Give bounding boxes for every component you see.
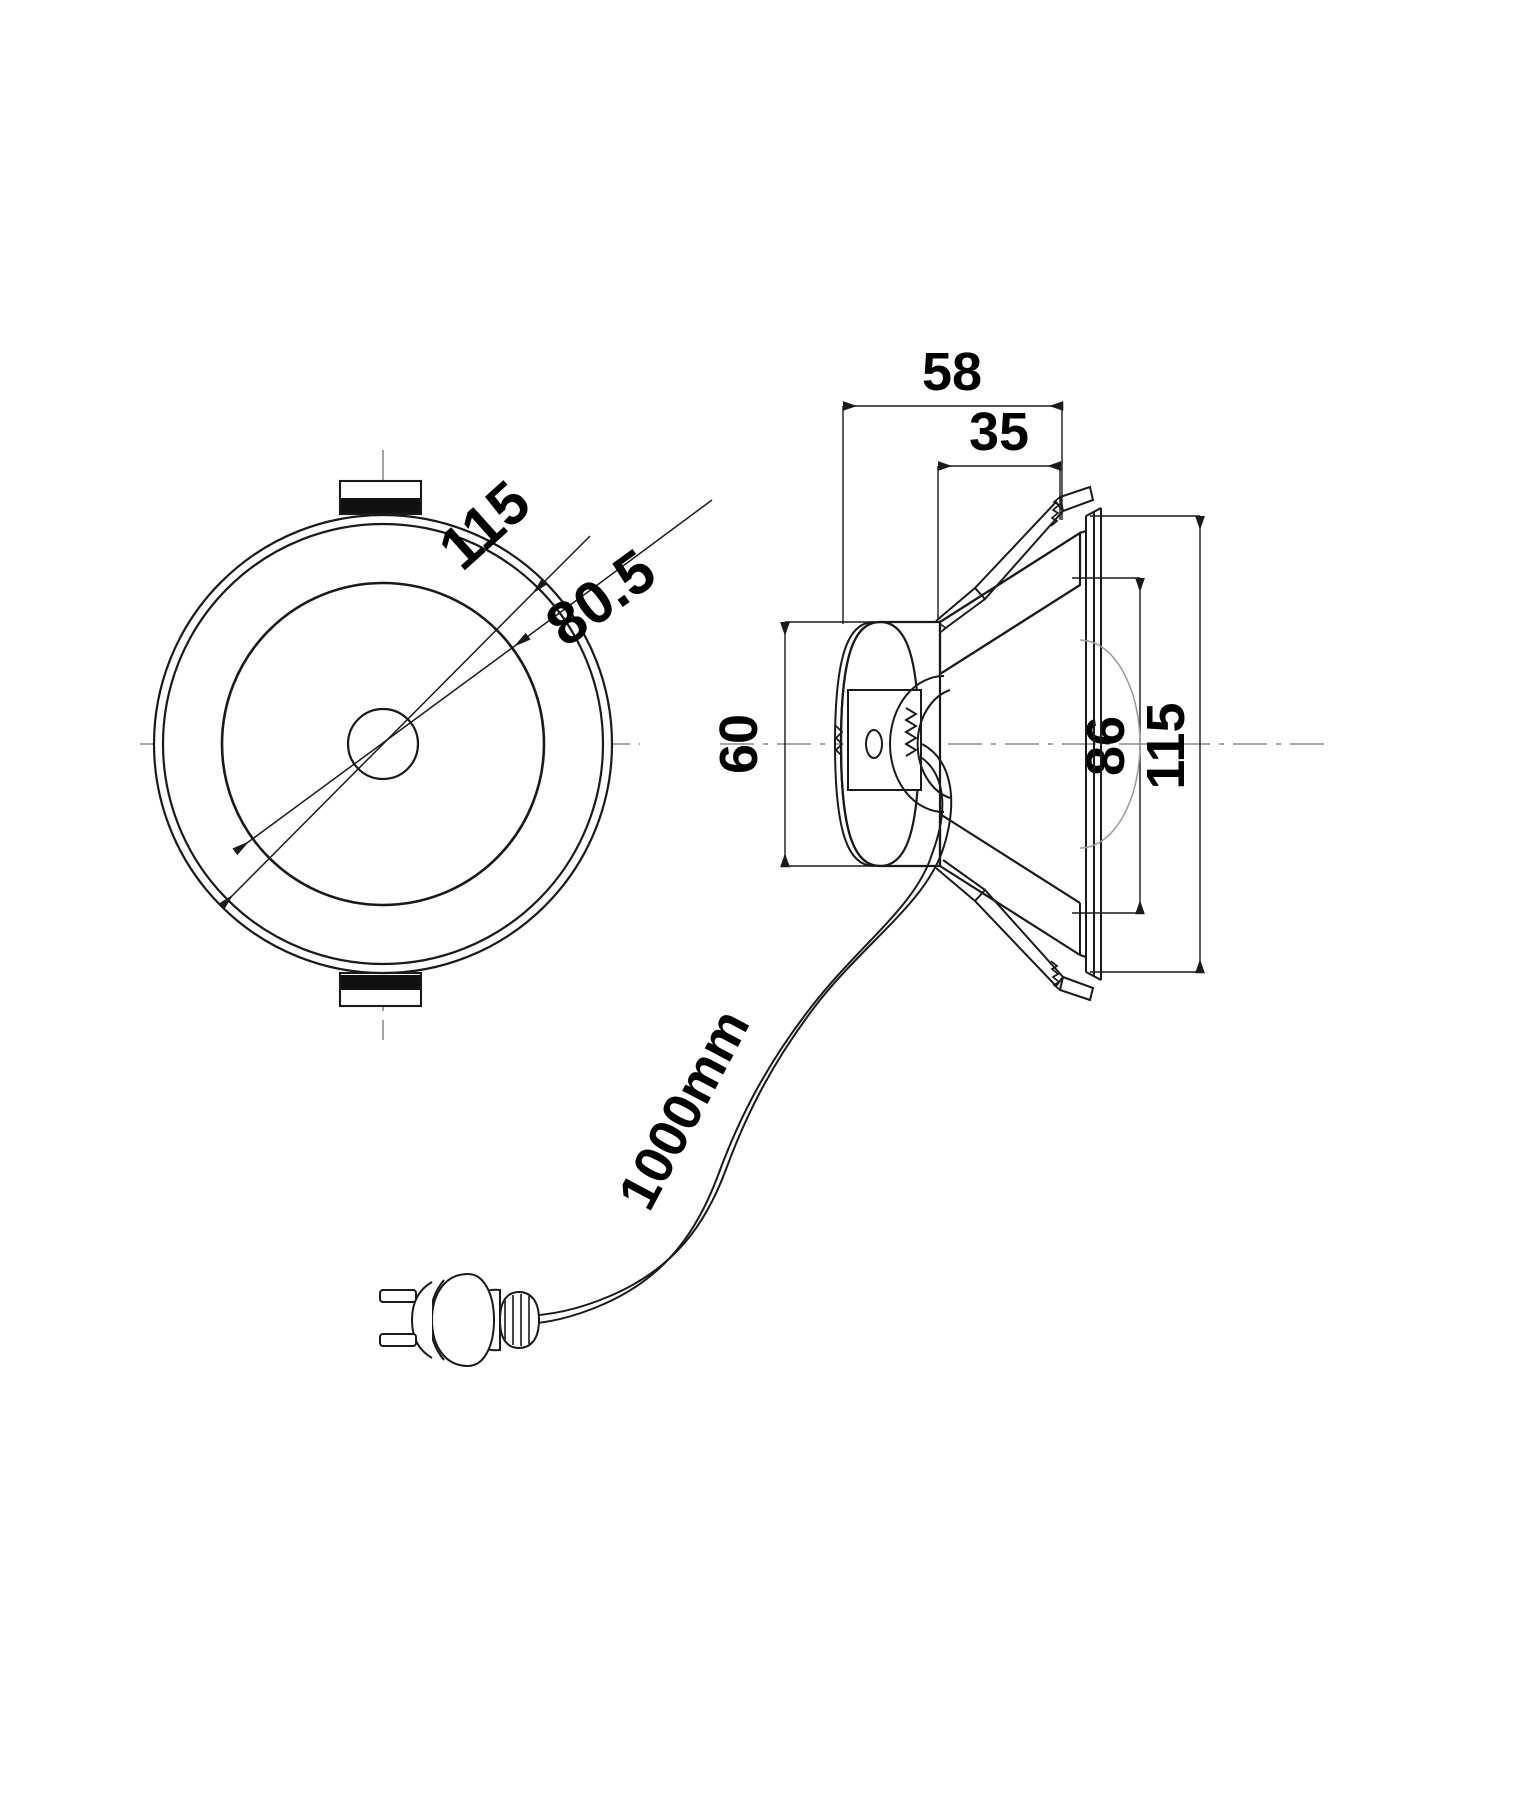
reflector-cone-upper-outer	[939, 532, 1081, 623]
reflector-cone-upper-inner	[939, 584, 1081, 675]
reflector-cone	[938, 530, 1082, 677]
aperture-arc-left-outer	[889, 675, 945, 813]
clip-top-sawtooth-frame	[1058, 485, 1095, 513]
reflector-cone-lower-outer	[939, 865, 1081, 956]
plan-view: 115 80.5	[140, 450, 713, 1040]
dimension-leader-115-plan-extension	[543, 535, 591, 583]
cable-length-label: 1000mm	[607, 1000, 761, 1219]
reflector-cone-upper-wall	[938, 530, 1082, 677]
bezel-inner-circle	[161, 522, 605, 966]
clip-bottom-tail-1	[942, 859, 986, 891]
reflector-cone-lower-inner	[939, 813, 1081, 904]
aperture-arcs	[889, 675, 951, 813]
dimension-text-35: 35	[969, 402, 1029, 462]
power-cable	[519, 743, 953, 1325]
clip-bottom-sawtooth-frame	[1058, 975, 1095, 1002]
power-cable-edge-outer	[519, 743, 953, 1317]
spring-clip-section-top	[935, 485, 1095, 633]
lens-arc-right	[1079, 639, 1141, 849]
dimension-leader-805-plan-extension	[526, 499, 713, 638]
dimension-115-section	[1090, 515, 1205, 974]
cable-gland-spring	[904, 707, 918, 757]
mains-plug	[379, 1272, 541, 1368]
plug-pin-bottom	[379, 1333, 417, 1347]
terminal-block-rect	[847, 689, 922, 791]
driver-housing-end-ellipse	[839, 620, 921, 868]
driver-housing-outer-edge	[833, 621, 875, 867]
plug-pin-top	[379, 1289, 417, 1303]
clip-top-arm	[973, 500, 1065, 601]
spring-clip-section-bottom	[935, 859, 1095, 1002]
clip-top-tip	[939, 623, 948, 633]
reflector-cone-lower	[938, 813, 1081, 956]
dimension-leader-805-plan	[232, 632, 531, 856]
dimension-text-60: 60	[709, 714, 769, 774]
trim-join-top	[1079, 530, 1087, 534]
clip-top-tail-2	[935, 587, 976, 622]
section-view: 58 35 60 86	[709, 342, 1330, 1002]
spring-clip-top	[338, 479, 423, 516]
trim-cap-bottom	[1085, 971, 1102, 981]
plug-boot	[498, 1290, 541, 1350]
dimension-text-115-section: 115	[1136, 702, 1196, 789]
dimension-35	[937, 461, 1062, 620]
power-cable-edge-inner	[519, 757, 944, 1325]
trim-cap-top	[1085, 507, 1102, 517]
trim-join-bottom	[1079, 954, 1087, 958]
terminal-hole	[865, 729, 883, 759]
dimension-text-58: 58	[922, 342, 982, 402]
aperture-arc-left-inner	[916, 689, 951, 799]
plug-barrel	[430, 1272, 496, 1368]
spring-clip-bottom	[338, 971, 423, 1008]
clip-bottom-tail-2	[935, 867, 976, 902]
clip-top-tail-1	[942, 598, 986, 631]
terminal-spring-left	[834, 725, 844, 757]
front-trim-plate	[1079, 507, 1102, 981]
lens-arcs	[1079, 639, 1141, 849]
dimension-58	[842, 401, 1064, 624]
clip-bottom-arm	[973, 888, 1065, 988]
terminal-block	[834, 689, 922, 791]
cable-gland	[904, 707, 918, 757]
